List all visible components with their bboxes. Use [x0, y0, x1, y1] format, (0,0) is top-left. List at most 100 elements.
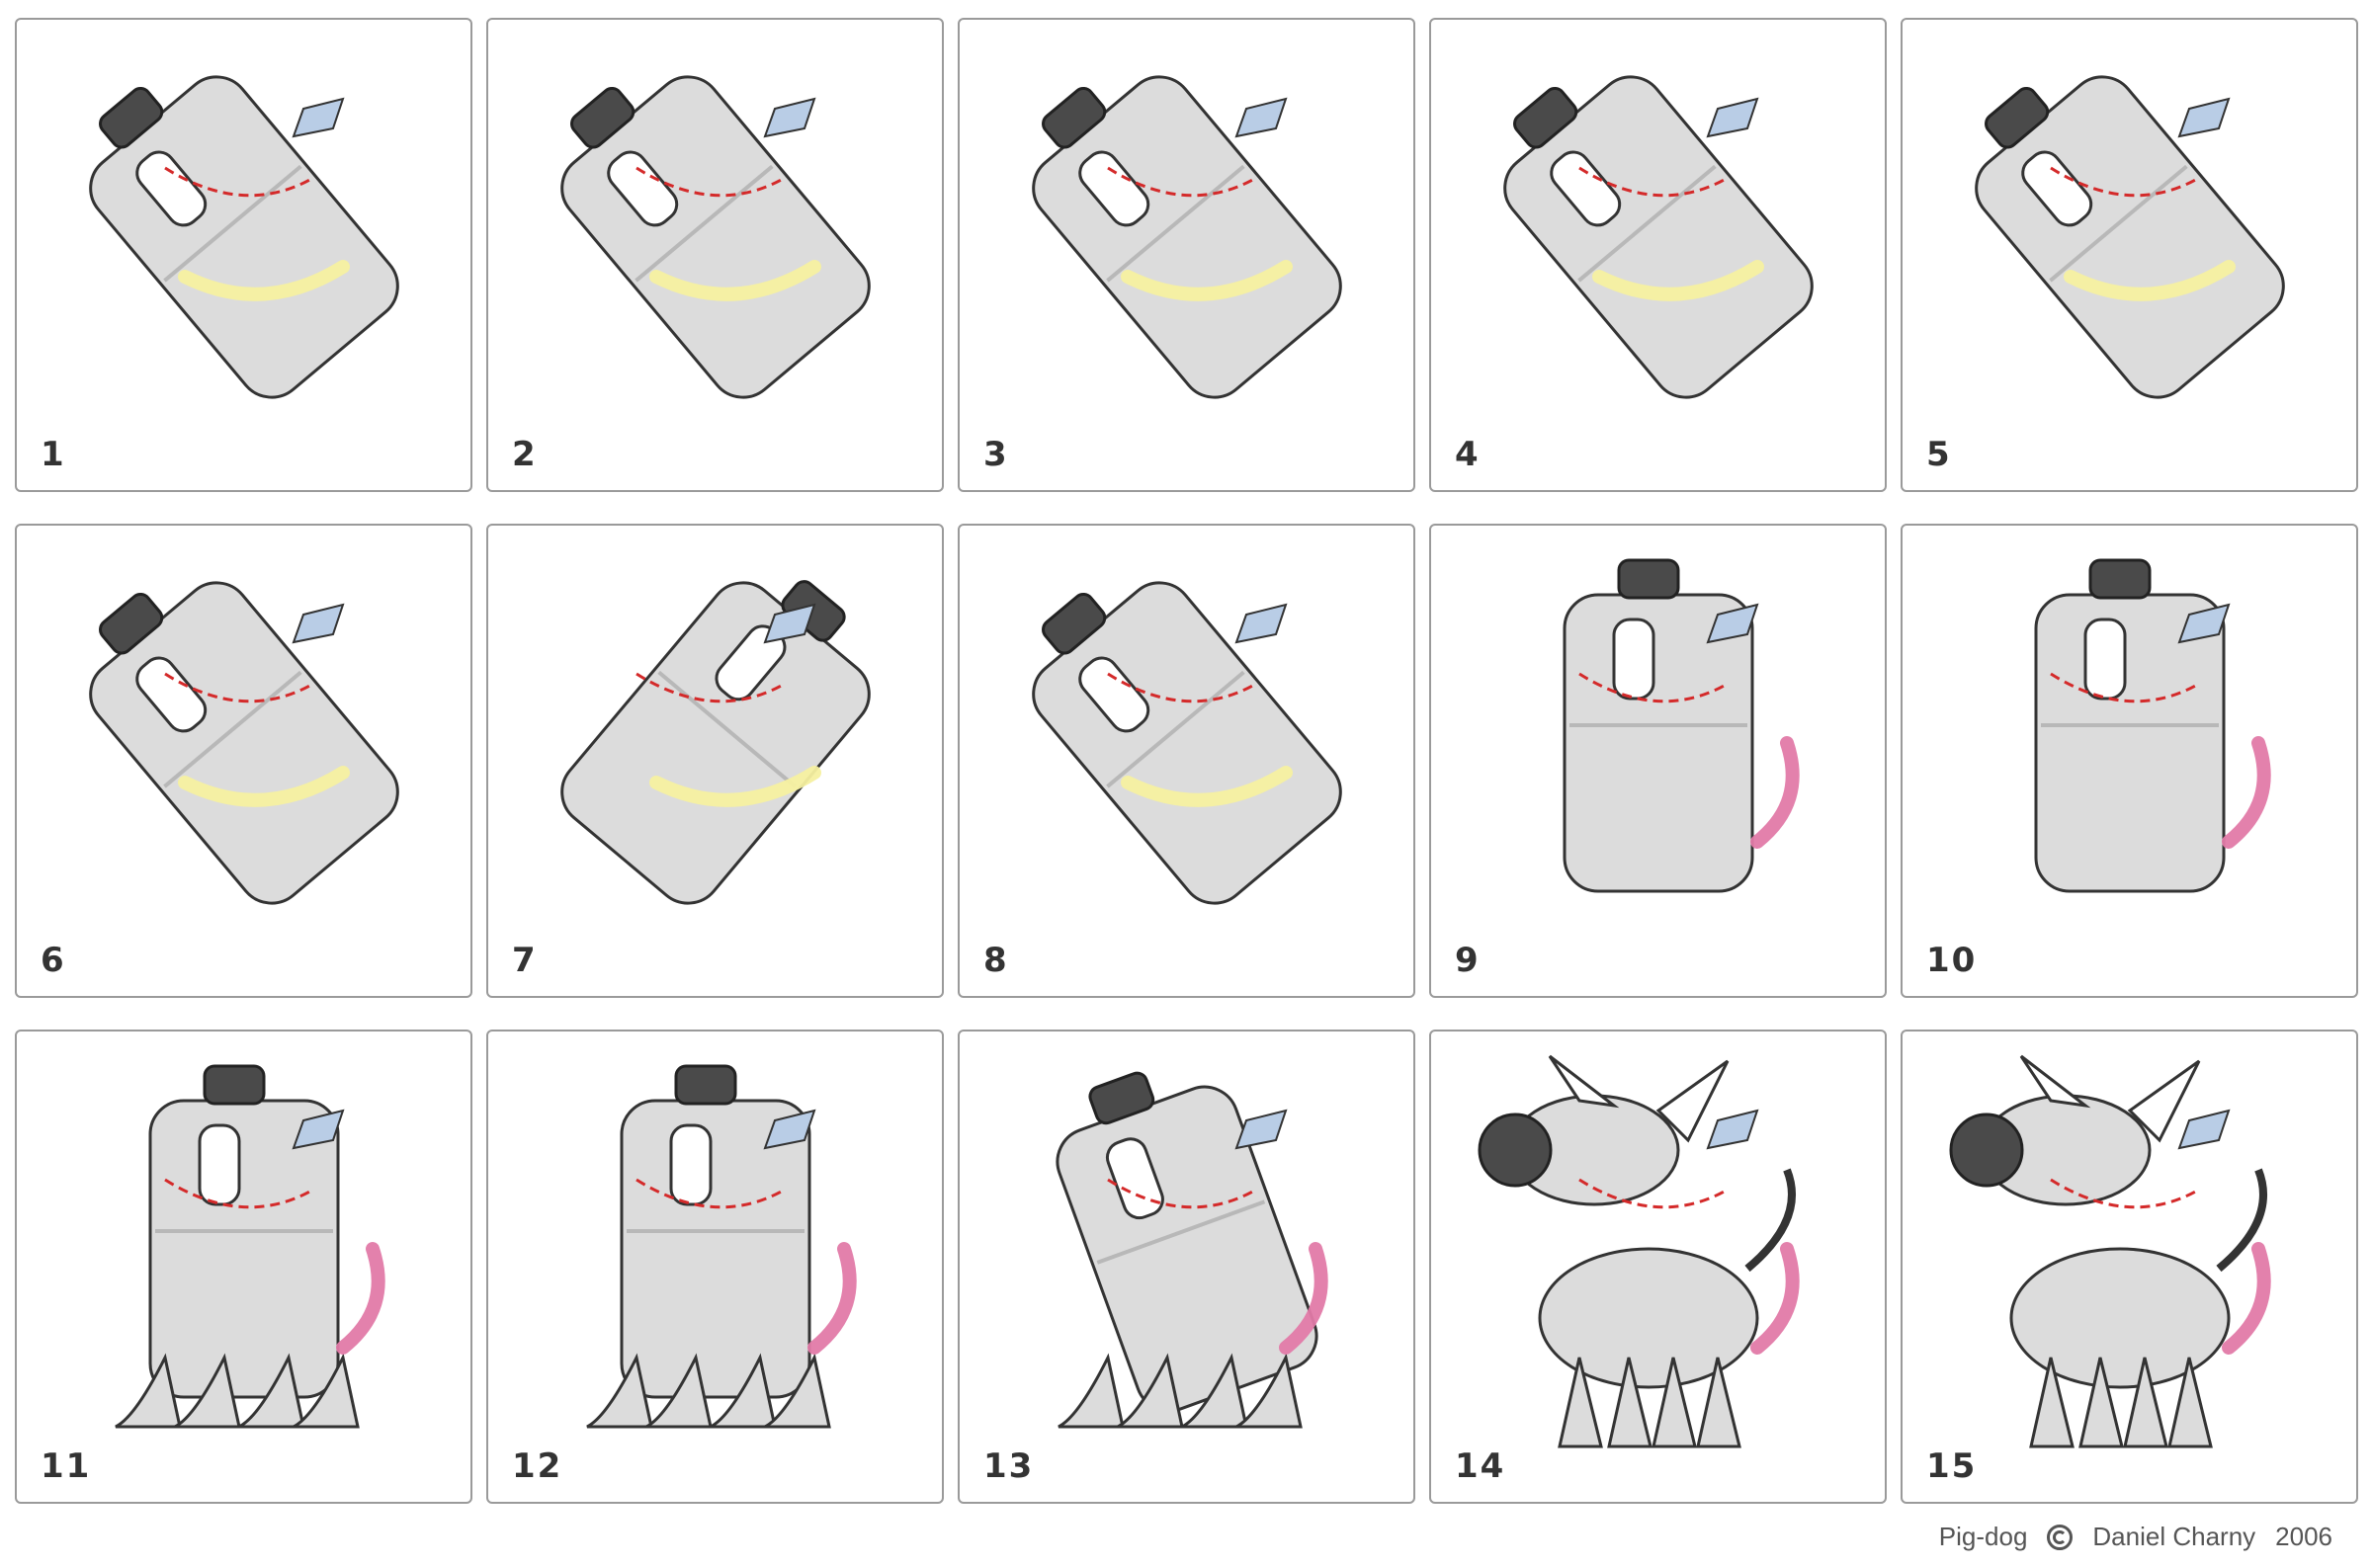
bottle-shape	[1056, 1071, 1318, 1413]
bottle-ridge	[627, 1229, 805, 1233]
tape-marker	[1234, 603, 1288, 644]
step-number: 2	[512, 435, 538, 474]
step-illustration	[586, 1064, 857, 1429]
step-illustration	[1563, 558, 1800, 893]
bend-arrow	[1750, 736, 1800, 849]
bottle-cap	[1042, 87, 1107, 149]
cut-line	[1578, 1178, 1729, 1209]
step-illustration	[89, 581, 399, 905]
dog-leg	[1607, 1357, 1652, 1448]
step-illustration	[1032, 581, 1342, 905]
step-illustration	[1975, 75, 2285, 399]
design-year: 2006	[2275, 1522, 2332, 1551]
bottle-ridge	[1106, 164, 1245, 283]
step-panel-8: 8	[958, 524, 1415, 998]
bottle-ridge	[155, 1229, 333, 1233]
tape-marker	[763, 603, 816, 644]
bottle-handle-hole	[1078, 656, 1150, 733]
fold-arrow	[649, 260, 821, 301]
bottle-cap	[99, 593, 164, 655]
bottle-handle-hole	[198, 1123, 241, 1206]
tape-marker	[2177, 1109, 2231, 1150]
bottle-leg	[1117, 1353, 1184, 1429]
step-panel-15: 15	[1901, 1030, 2358, 1504]
tape-marker	[1234, 97, 1288, 138]
tape-marker	[292, 603, 345, 644]
tape-marker	[763, 1109, 816, 1150]
dog-figure	[1949, 1054, 2267, 1448]
fold-arrow	[178, 260, 350, 301]
bottle-shape	[1975, 75, 2285, 399]
tape-marker	[292, 97, 345, 138]
tape-marker	[292, 1109, 345, 1150]
bottle-handle-hole	[1612, 618, 1655, 701]
bottle-handle-hole	[607, 150, 679, 227]
bottle-cap	[570, 87, 635, 149]
bottle-shape	[148, 1064, 340, 1399]
bend-arrow	[1279, 1242, 1328, 1355]
dog-leg	[1558, 1357, 1603, 1448]
step-panel-14: 14	[1429, 1030, 1887, 1504]
cut-line	[164, 166, 314, 198]
cut-line	[2050, 672, 2200, 703]
tape-marker	[2177, 97, 2231, 138]
bottle-ridge	[1577, 164, 1717, 283]
step-illustration	[1032, 75, 1342, 399]
bottle-handle-hole	[2083, 618, 2127, 701]
bottle-leg	[238, 1353, 305, 1429]
step-panel-3: 3	[958, 18, 1415, 492]
bottle-cap	[203, 1064, 266, 1106]
dog-figure	[1478, 1054, 1796, 1448]
bottle-cap	[99, 87, 164, 149]
step-panel-7: 7	[486, 524, 944, 998]
bottle-shape	[1032, 581, 1342, 905]
step-number: 7	[512, 941, 538, 980]
bottle-ridge	[163, 164, 302, 283]
bottle-leg	[1235, 1353, 1303, 1429]
bottle-ridge	[1096, 1199, 1266, 1265]
tape-marker	[2177, 603, 2231, 644]
dog-ear	[1548, 1054, 1620, 1109]
fold-arrow	[1592, 260, 1764, 301]
step-panel-5: 5	[1901, 18, 2358, 492]
step-panel-11: 11	[15, 1030, 472, 1504]
step-number: 4	[1455, 435, 1481, 474]
step-illustration	[89, 75, 399, 399]
step-number: 11	[41, 1446, 92, 1486]
dog-ear	[2019, 1054, 2091, 1109]
dog-leg	[2078, 1357, 2124, 1448]
step-number: 14	[1455, 1446, 1506, 1486]
dog-body	[1538, 1247, 1759, 1389]
bottle-shape	[1503, 75, 1814, 399]
tape-marker	[763, 97, 816, 138]
cut-line	[635, 166, 786, 198]
fold-arrow	[1121, 260, 1293, 301]
step-number: 8	[983, 941, 1009, 980]
bottle-leg	[764, 1353, 831, 1429]
bottle-handle-hole	[1105, 1137, 1164, 1220]
dog-snout-cap	[1478, 1113, 1553, 1188]
tape-marker	[1706, 603, 1759, 644]
bottle-ridge	[1106, 670, 1245, 788]
bottle-ridge	[163, 670, 302, 788]
bottle-cap	[1513, 87, 1578, 149]
fold-arrow	[1121, 766, 1293, 807]
tape-marker	[1234, 1109, 1288, 1150]
tape-marker	[1706, 97, 1759, 138]
design-title: Pig-dog	[1938, 1522, 2028, 1551]
bottle-handle-hole	[669, 1123, 713, 1206]
step-panel-1: 1	[15, 18, 472, 492]
step-illustration	[560, 580, 871, 905]
dog-tail	[2216, 1168, 2267, 1273]
bottle-handle-hole	[1078, 150, 1150, 227]
fold-arrow	[649, 766, 821, 807]
cut-line	[2050, 166, 2200, 198]
bend-arrow	[2222, 1242, 2271, 1355]
dog-leg	[1696, 1357, 1741, 1448]
dog-body	[2009, 1247, 2231, 1389]
step-number: 12	[512, 1446, 563, 1486]
bottle-leg	[710, 1353, 777, 1429]
cut-line	[164, 672, 314, 703]
bottle-ridge	[657, 670, 797, 788]
bottle-shape	[2034, 558, 2226, 893]
